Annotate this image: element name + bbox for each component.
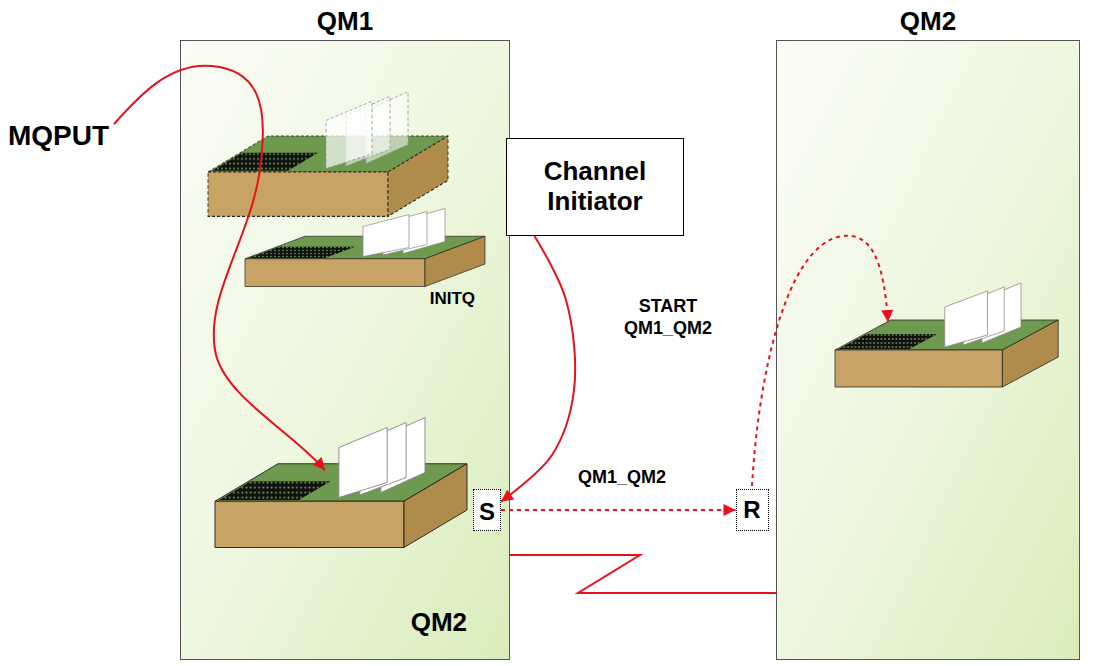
delivery-flow-arrow: [752, 236, 888, 486]
channel-end: S: [473, 489, 501, 531]
callout-label: MQPUT: [6, 119, 111, 153]
queue-tray: [245, 209, 485, 287]
put-flow-arrow: [114, 66, 325, 470]
transmission-queue: QM2: [215, 415, 477, 637]
queue-manager: QM1INITQ QM2 S: [180, 0, 510, 660]
edge-label: QM1_QM2: [562, 467, 682, 489]
process-box: Channel Initiator: [506, 138, 684, 236]
network-link: [510, 555, 776, 593]
queue-tray: [835, 283, 1058, 387]
queue-manager: QM2: [776, 0, 1080, 660]
channel-end: R: [736, 489, 769, 531]
queue: INITQ: [245, 205, 485, 309]
channel-arrow: [501, 509, 736, 511]
node-label: QM2: [776, 0, 1080, 38]
edge-label: START QM1_QM2: [611, 296, 726, 339]
queue-tray: [208, 92, 448, 217]
node-label: INITQ: [430, 286, 475, 309]
queue-manager-panel: [777, 41, 1080, 660]
node-label: QM1: [180, 0, 510, 38]
node-label: S: [479, 495, 495, 525]
node-label: QM2: [411, 604, 467, 637]
start-command-arrow: [501, 236, 575, 502]
node-label: R: [743, 497, 760, 523]
node-label: Channel Initiator: [513, 157, 677, 217]
queue-manager-panel: [181, 41, 510, 660]
queue-tray: [215, 418, 467, 548]
